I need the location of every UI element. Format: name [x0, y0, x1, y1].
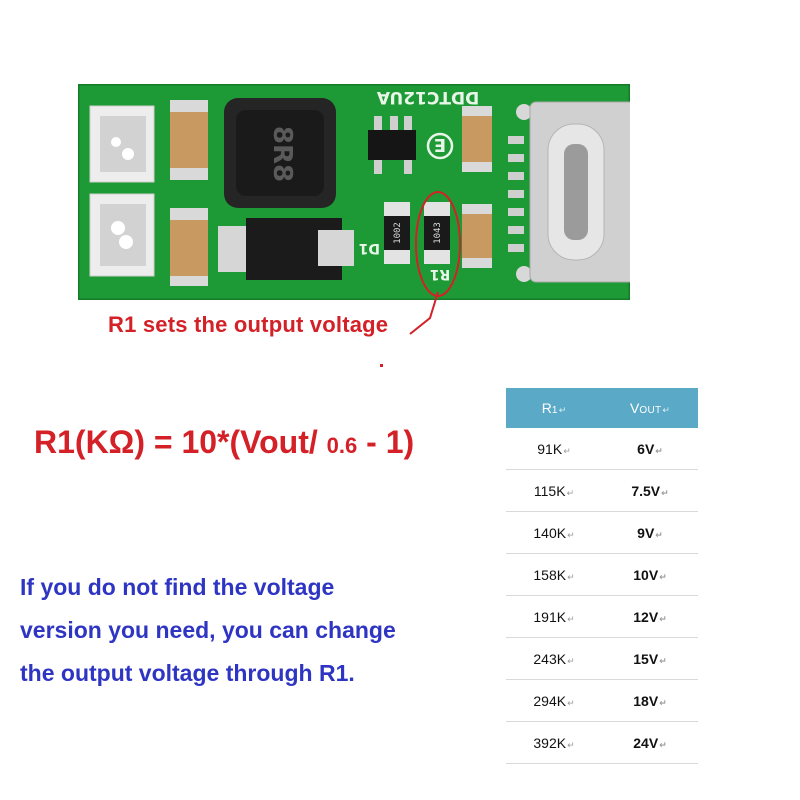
pcb-board-image: 8R8 D1 DDTC12UA E — [78, 84, 630, 300]
annotation-leader-line — [409, 291, 439, 335]
cell-r1: 191K↵ — [506, 595, 602, 638]
usb-c-pins — [508, 104, 532, 282]
inductor: 8R8 — [224, 98, 336, 208]
note-line: the output voltage through R1. — [20, 660, 355, 686]
input-terminal-top — [89, 105, 155, 183]
table-row: 191K↵ 12V↵ — [506, 595, 698, 638]
cell-vout: 10V↵ — [602, 553, 698, 596]
cell-vout: 18V↵ — [602, 679, 698, 722]
cell-r1: 115K↵ — [506, 469, 602, 512]
cell-vout: 24V↵ — [602, 721, 698, 764]
cell-vout: 12V↵ — [602, 595, 698, 638]
resistor-1002: 1002 — [384, 202, 410, 264]
diode-d1 — [218, 218, 354, 280]
capacitor-c4 — [462, 204, 492, 268]
r1-marking: 1043 — [433, 222, 443, 244]
table-row: 294K↵ 18V↵ — [506, 679, 698, 722]
silkscreen-model: DDTC12UA — [376, 87, 479, 107]
cell-r1: 243K↵ — [506, 637, 602, 680]
silkscreen-r1: R1 — [430, 266, 451, 282]
inductor-marking: 8R8 — [267, 126, 297, 182]
cell-r1: 91K↵ — [506, 428, 602, 470]
table-header-row: R1↵ VOUT↵ — [506, 388, 698, 428]
resistor-marking: 1002 — [393, 222, 403, 244]
table-row: 91K↵ 6V↵ — [506, 428, 698, 470]
header-r1: R1↵ — [506, 388, 602, 428]
table-row: 158K↵ 10V↵ — [506, 553, 698, 596]
header-vout: VOUT↵ — [602, 388, 698, 428]
input-terminal-bottom — [89, 193, 155, 277]
formula-suffix: - 1) — [357, 424, 415, 460]
cell-vout: 15V↵ — [602, 637, 698, 680]
silkscreen-d1: D1 — [359, 240, 380, 256]
note-text: If you do not find the voltage version y… — [20, 566, 490, 695]
silkscreen-ic-mark: E — [434, 134, 446, 155]
formula-divisor: 0.6 — [326, 433, 358, 458]
table-row: 115K↵ 7.5V↵ — [506, 469, 698, 512]
table-row: 243K↵ 15V↵ — [506, 637, 698, 680]
note-line: version you need, you can change — [20, 617, 396, 643]
regulator-ic — [368, 116, 416, 174]
cell-vout: 7.5V↵ — [602, 469, 698, 512]
pcb-board-graphic: 8R8 D1 DDTC12UA E — [78, 84, 630, 300]
cell-r1: 140K↵ — [506, 511, 602, 554]
capacitor-c1 — [170, 100, 208, 180]
cell-r1: 294K↵ — [506, 679, 602, 722]
cell-vout: 9V↵ — [602, 511, 698, 554]
table-row: 392K↵ 24V↵ — [506, 721, 698, 764]
r1-highlight-circle — [415, 191, 461, 297]
resistor-r1: 1043 — [424, 202, 450, 264]
capacitor-c2 — [170, 208, 208, 286]
note-line: If you do not find the voltage — [20, 574, 335, 600]
capacitor-c3 — [462, 106, 492, 172]
cell-r1: 392K↵ — [506, 721, 602, 764]
table-row: 140K↵ 9V↵ — [506, 511, 698, 554]
formula-prefix: R1(KΩ) = 10*(Vout/ — [34, 424, 327, 460]
cell-vout: 6V↵ — [602, 428, 698, 470]
r1-vout-table: R1↵ VOUT↵ 91K↵ 6V↵ 115K↵ 7.5V↵ 140K↵ 9V↵… — [506, 388, 698, 764]
r1-formula: R1(KΩ) = 10*(Vout/ 0.6 - 1) — [34, 424, 414, 461]
cell-r1: 158K↵ — [506, 553, 602, 596]
usb-c-connector — [529, 101, 630, 283]
annotation-dot — [380, 364, 383, 367]
annotation-label: R1 sets the output voltage — [108, 312, 389, 337]
